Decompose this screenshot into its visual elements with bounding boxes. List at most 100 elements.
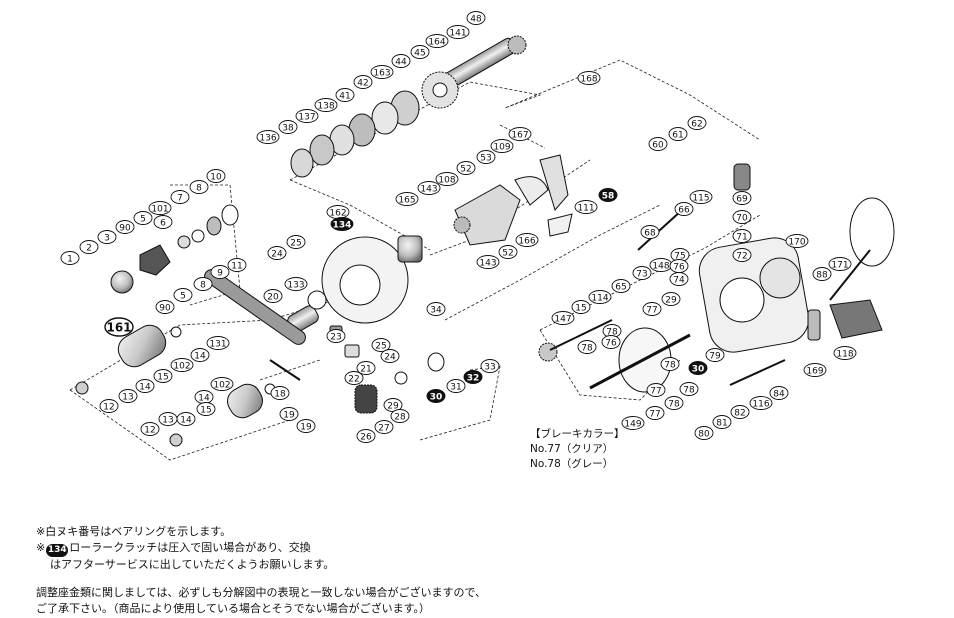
part-callout-number: 73: [636, 269, 647, 279]
part-callout-165: 165: [395, 192, 419, 206]
part-callout-outline: [674, 202, 694, 216]
part-callout-outline: [648, 137, 668, 151]
part-callout-19: 19: [296, 419, 316, 433]
part-callout-26: 26: [356, 429, 376, 443]
part-callout-outline: [508, 127, 532, 141]
washer-9: [206, 216, 222, 236]
part-callout-outline: [380, 349, 400, 363]
part-callout-7: 7: [170, 190, 190, 204]
nut-1: [110, 270, 134, 294]
part-callout-167: 167: [508, 127, 532, 141]
spool-shaft: [589, 333, 691, 390]
part-callout-53: 53: [476, 150, 496, 164]
part-callout-number: 90: [119, 223, 131, 233]
part-callout-24: 24: [267, 246, 287, 260]
part-callout-168: 168: [577, 71, 601, 85]
bearing-14-a: [170, 326, 182, 338]
part-callout-number: 15: [575, 303, 586, 313]
part-callout-number: 8: [200, 280, 206, 290]
part-callout-81: 81: [712, 415, 732, 429]
part-callout-number: 12: [103, 402, 114, 412]
part-callout-outline: [621, 416, 645, 430]
part-callout-102: 102: [170, 358, 194, 372]
part-callout-88: 88: [812, 267, 832, 281]
part-callout-outline: [466, 11, 486, 25]
part-callout-number: 22: [348, 374, 359, 384]
group-label-number: 161: [106, 321, 131, 335]
part-callout-77: 77: [642, 302, 662, 316]
part-callout-outline: [456, 161, 476, 175]
part-callout-number: 141: [449, 28, 466, 38]
clutch-note-line2: はアフターサービスに出していただくようお願いします。: [50, 558, 335, 571]
part-callout-111: 111: [574, 200, 598, 214]
part-callout-outline: [210, 377, 234, 391]
part-callout-101: 101: [148, 201, 172, 215]
bearing-133: [307, 290, 327, 310]
part-callout-number: 24: [271, 249, 283, 259]
part-callout-outline: [263, 289, 283, 303]
part-callout-number: 78: [664, 360, 676, 370]
part-callout-102: 102: [210, 377, 234, 391]
bearing-callout-number: 58: [602, 191, 615, 201]
part-callout-outline: [314, 98, 338, 112]
bearing-callout-outline: [463, 370, 483, 384]
part-callout-number: 171: [831, 260, 848, 270]
part-callout-22: 22: [344, 371, 364, 385]
part-callout-outline: [410, 45, 430, 59]
part-callout-outline: [210, 265, 230, 279]
part-callout-10: 10: [206, 169, 226, 183]
bearing-callout-outline: [426, 389, 446, 403]
part-callout-outline: [694, 426, 714, 440]
part-callout-133: 133: [284, 277, 308, 291]
part-callout-number: 41: [339, 91, 350, 101]
part-callout-outline: [391, 54, 411, 68]
bearing-29: [394, 371, 408, 385]
side-rod-171: [829, 249, 871, 301]
worm-shaft-68: [637, 209, 683, 251]
frame-right-bore: [759, 257, 801, 299]
bearing-callout-number: 30: [692, 364, 705, 374]
part-callout-number: 3: [104, 233, 110, 243]
part-callout-number: 42: [357, 78, 368, 88]
part-callout-outline: [256, 130, 280, 144]
knob-cap-12-b: [169, 433, 183, 447]
part-callout-18: 18: [270, 386, 290, 400]
part-callout-25: 25: [371, 338, 391, 352]
gear-147: [538, 342, 558, 362]
brake-collar-clear: No.77（クリア）: [530, 443, 614, 455]
part-callout-163: 163: [370, 65, 394, 79]
pinion-assembly: [454, 184, 521, 246]
part-callout-12: 12: [99, 399, 119, 413]
part-callout-8: 8: [193, 277, 213, 291]
part-callout-number: 148: [652, 261, 669, 271]
part-callout-136: 136: [256, 130, 280, 144]
part-callout-3: 3: [97, 230, 117, 244]
part-callout-outline: [196, 402, 216, 416]
part-callout-number: 116: [752, 399, 769, 409]
part-callout-outline: [749, 396, 773, 410]
part-callout-outline: [153, 215, 173, 229]
part-callout-28: 28: [390, 409, 410, 423]
part-callout-number: 52: [460, 164, 471, 174]
frame-bore: [719, 277, 765, 323]
part-callout-number: 5: [180, 291, 186, 301]
part-callout-outline: [270, 386, 290, 400]
cast-control-cap-26: [354, 384, 378, 414]
part-callout-outline: [712, 415, 732, 429]
part-callout-outline: [661, 292, 681, 306]
part-callout-outline: [730, 405, 750, 419]
part-callout-number: 10: [210, 172, 222, 182]
part-callout-84: 84: [769, 386, 789, 400]
part-callout-41: 41: [335, 88, 355, 102]
part-callout-outline: [446, 379, 466, 393]
part-callout-number: 118: [836, 349, 853, 359]
part-callout-78: 78: [577, 340, 597, 354]
handle-knob-lower: [227, 383, 263, 419]
part-callout-number: 6: [160, 218, 166, 228]
yoke-spring-167: [514, 176, 549, 206]
part-callout-number: 78: [606, 327, 618, 337]
part-callout-number: 78: [581, 343, 593, 353]
part-callout-77: 77: [646, 383, 666, 397]
part-callout-number: 14: [139, 382, 151, 392]
part-callout-number: 143: [479, 258, 496, 268]
